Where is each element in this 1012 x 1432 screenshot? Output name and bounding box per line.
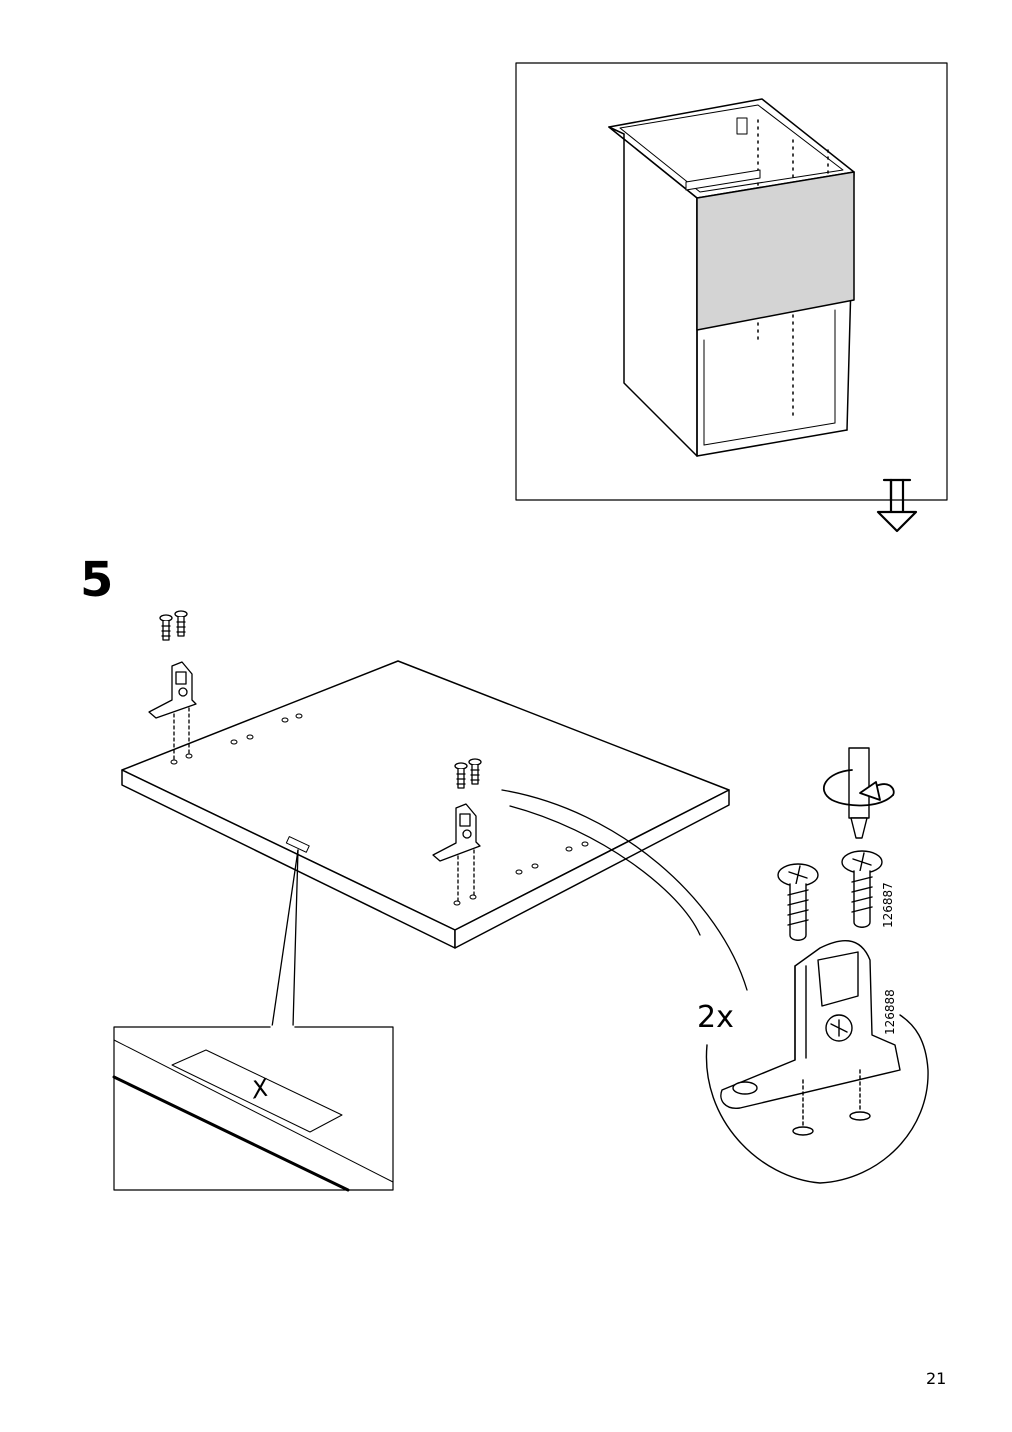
bracket-right (432, 758, 482, 903)
edge-detail-panel (112, 849, 394, 1192)
board-panel (121, 660, 730, 949)
screw-right-1 (454, 762, 468, 789)
turn-over-arrow-icon (876, 478, 918, 533)
zoom-leader (501, 789, 748, 991)
bracket-large (720, 939, 901, 1109)
screw-left-2 (174, 610, 188, 637)
screw-part-id: 126887 (881, 882, 895, 928)
screw-large-1 (777, 863, 819, 941)
rotate-clockwise-icon (822, 769, 895, 807)
quantity-label: 2x (697, 1000, 734, 1035)
zoom-detail (705, 850, 929, 1184)
bracket-part-id: 126888 (883, 989, 897, 1035)
cabinet-preview-panel (515, 62, 948, 501)
screw-large-2 (841, 850, 883, 928)
bracket-left (148, 610, 197, 761)
screwdriver-icon (848, 747, 870, 839)
drawer-front (696, 171, 855, 331)
screw-right-2 (468, 758, 482, 785)
page-number: 21 (926, 1369, 947, 1388)
screw-left-1 (159, 614, 173, 641)
step-number: 5 (80, 552, 114, 608)
